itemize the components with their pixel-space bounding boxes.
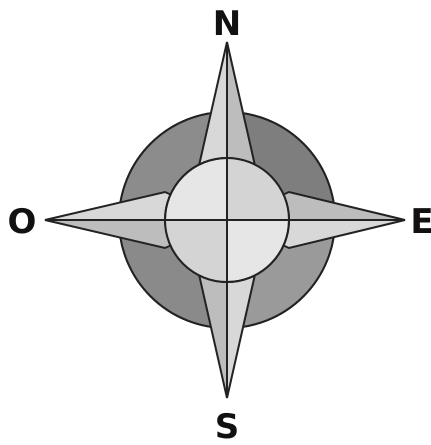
- label-east: E: [410, 202, 431, 242]
- label-north: N: [213, 4, 241, 44]
- label-west: O: [8, 202, 37, 242]
- label-south: S: [215, 407, 240, 445]
